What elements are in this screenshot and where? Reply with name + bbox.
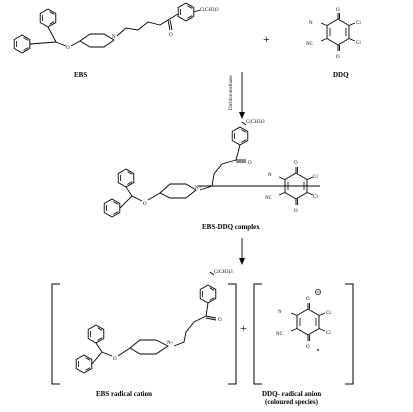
cation-ketone-oxygen: O <box>218 318 222 323</box>
ddq-bottom-oxygen: O <box>336 55 340 60</box>
ddq-cn-top: N <box>309 21 313 26</box>
complex-oxygen: O <box>143 202 147 207</box>
ddq-cl-top: Cl <box>356 21 361 26</box>
ddq-cl-bottom: Cl <box>356 41 361 46</box>
ddq-cn-bottom: NC <box>306 42 314 47</box>
cation-oxygen: O <box>113 357 117 362</box>
radical-anion-molecule: O O Cl Cl N NC <box>276 289 331 351</box>
complex-ddq-cl-bottom: Cl <box>313 195 318 200</box>
ebs-label: EBS <box>74 71 87 79</box>
complex-nitrogen: N+ <box>195 186 202 191</box>
ddq-label: DDQ <box>333 71 349 79</box>
cation-tbutyl: C(CH3)3 <box>214 270 233 275</box>
anion-cn-bottom: NC <box>276 332 284 337</box>
anion-cl-bottom: Cl <box>326 331 331 336</box>
plus-sign-2: + <box>240 321 247 335</box>
ebs-molecule: O N O C(CH3)3 <box>13 2 219 54</box>
radical-anion-note: (coloured species) <box>265 398 319 406</box>
complex-ketone-oxygen: O <box>248 161 252 166</box>
radical-cation-label: EBS radical cation <box>96 390 152 398</box>
reaction-arrow-2-head <box>239 258 245 265</box>
reaction-arrow-1-head <box>239 112 245 119</box>
ebs-tbutyl: C(CH3)3 <box>200 8 219 13</box>
complex-molecule: C(CH3)3 O N+ O O O Cl Cl N NC <box>103 120 320 218</box>
complex-tbutyl: C(CH3)3 <box>246 120 265 125</box>
ebs-nitrogen: N <box>112 35 116 40</box>
complex-ddq-cn-top: N <box>268 173 272 178</box>
solvent-condition: Dichloromethane <box>229 75 234 110</box>
radical-anion-bracket <box>253 283 354 385</box>
anion-charge-icon <box>315 289 321 295</box>
complex-label: EBS-DDQ complex <box>202 223 260 231</box>
ddq-top-oxygen: O <box>336 8 340 13</box>
complex-ddq-cl-top: Cl <box>313 175 318 180</box>
ebs-ketone-oxygen: O <box>169 33 173 38</box>
anion-cn-top: N <box>278 310 282 315</box>
ddq-molecule: O O Cl Cl N NC <box>306 8 361 60</box>
anion-top-oxygen: O <box>306 297 310 302</box>
anion-radical-dot-icon <box>317 349 319 351</box>
ebs-oxygen: O <box>66 46 70 51</box>
complex-ddq-cn-bottom: NC <box>265 196 273 201</box>
plus-sign-1: + <box>263 32 270 46</box>
radical-cation-bracket <box>51 283 237 385</box>
complex-ddq-top-oxygen: O <box>294 161 298 166</box>
anion-bottom-oxygen: O <box>306 345 310 350</box>
radical-anion-label: DDQ- radical anion <box>262 390 321 398</box>
cation-nitrogen: N+ <box>167 341 174 346</box>
anion-cl-top: Cl <box>326 311 331 316</box>
complex-ddq-bottom-oxygen: O <box>294 209 298 214</box>
radical-cation-molecule: C(CH3)3 O N+ O <box>75 270 233 374</box>
